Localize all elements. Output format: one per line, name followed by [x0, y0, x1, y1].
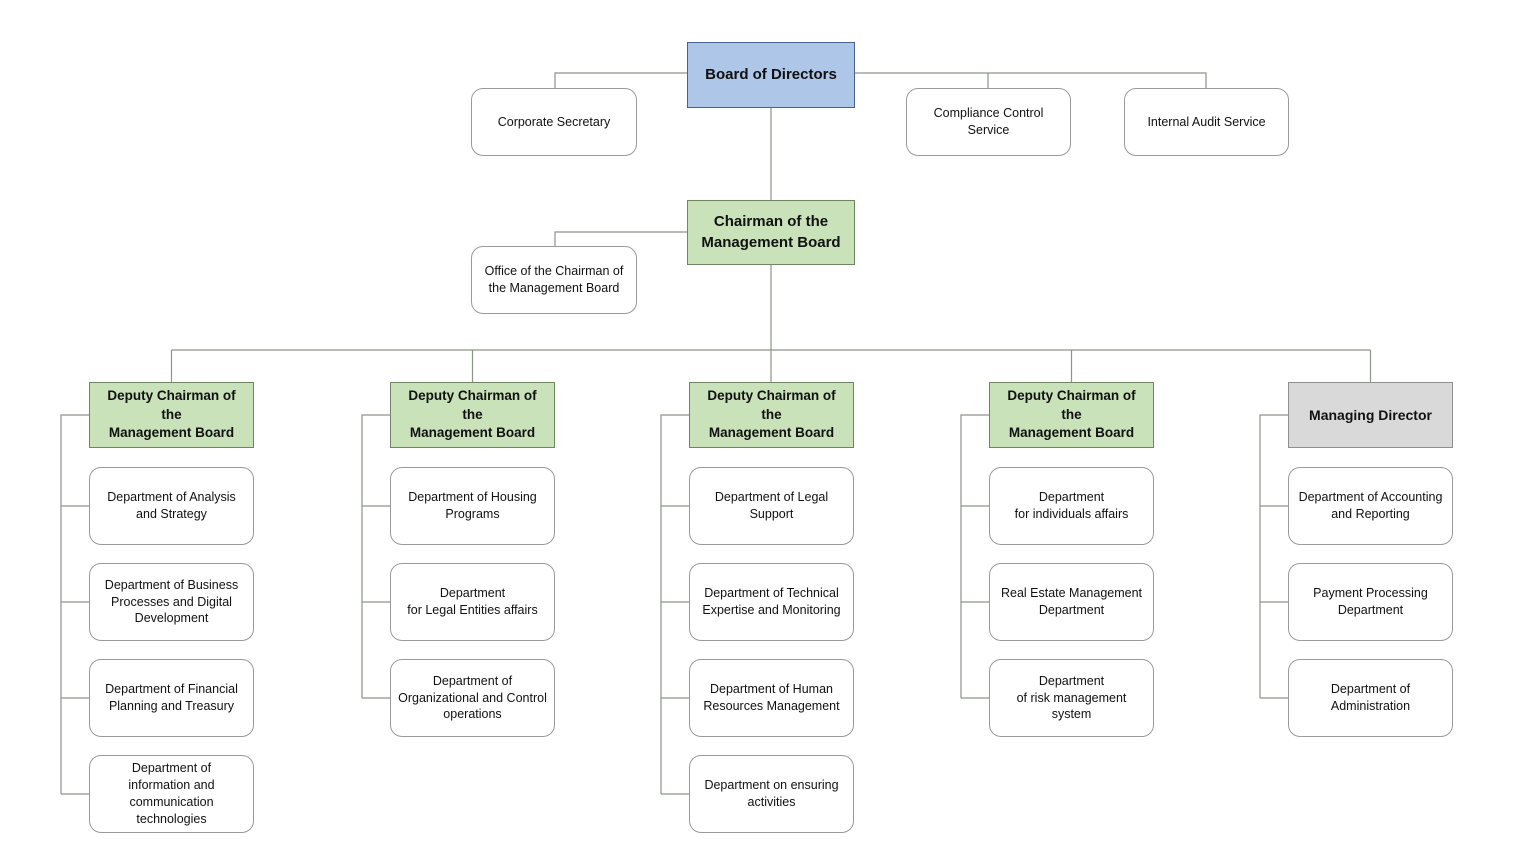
deputy-chairman-4-box: Deputy Chairman of the Management Board — [989, 382, 1154, 448]
department-box: Department for individuals affairs — [989, 467, 1154, 545]
wire-bus-drops — [170, 350, 1372, 382]
department-box: Department for Legal Entities affairs — [390, 563, 555, 641]
board-of-directors-box: Board of Directors — [687, 42, 855, 108]
department-box: Real Estate Management Department — [989, 563, 1154, 641]
department-box: Department of risk management system — [989, 659, 1154, 737]
wire-right-branch — [855, 72, 1207, 88]
managing-director-box: Managing Director — [1288, 382, 1453, 448]
department-box: Department on ensuring activities — [689, 755, 854, 833]
compliance-control-service-box: Compliance Control Service — [906, 88, 1071, 156]
deputy-chairman-2-box: Deputy Chairman of the Management Board — [390, 382, 555, 448]
department-box: Payment Processing Department — [1288, 563, 1453, 641]
office-of-chairman-box: Office of the Chairman of the Management… — [471, 246, 637, 314]
department-box: Department of Organizational and Control… — [390, 659, 555, 737]
department-box: Department of information and communicat… — [89, 755, 254, 833]
department-box: Department of Legal Support — [689, 467, 854, 545]
internal-audit-service-box: Internal Audit Service — [1124, 88, 1289, 156]
wire-column-5 — [1259, 414, 1288, 699]
wire-office-of-chairman — [554, 231, 687, 246]
department-box: Department of Financial Planning and Tre… — [89, 659, 254, 737]
wire-column-2 — [361, 414, 390, 699]
chairman-box: Chairman of the Management Board — [687, 200, 855, 265]
department-box: Department of Human Resources Management — [689, 659, 854, 737]
wire-column-3 — [660, 414, 689, 795]
deputy-chairman-3-box: Deputy Chairman of the Management Board — [689, 382, 854, 448]
deputy-chairman-1-box: Deputy Chairman of the Management Board — [89, 382, 254, 448]
department-box: Department of Analysis and Strategy — [89, 467, 254, 545]
corporate-secretary-box: Corporate Secretary — [471, 88, 637, 156]
department-box: Department of Accounting and Reporting — [1288, 467, 1453, 545]
department-box: Department of Business Processes and Dig… — [89, 563, 254, 641]
wire-column-4 — [960, 414, 989, 699]
department-box: Department of Housing Programs — [390, 467, 555, 545]
wire-column-1 — [60, 414, 89, 795]
department-box: Department of Technical Expertise and Mo… — [689, 563, 854, 641]
wire-corporate-secretary — [554, 72, 687, 88]
department-box: Department of Administration — [1288, 659, 1453, 737]
